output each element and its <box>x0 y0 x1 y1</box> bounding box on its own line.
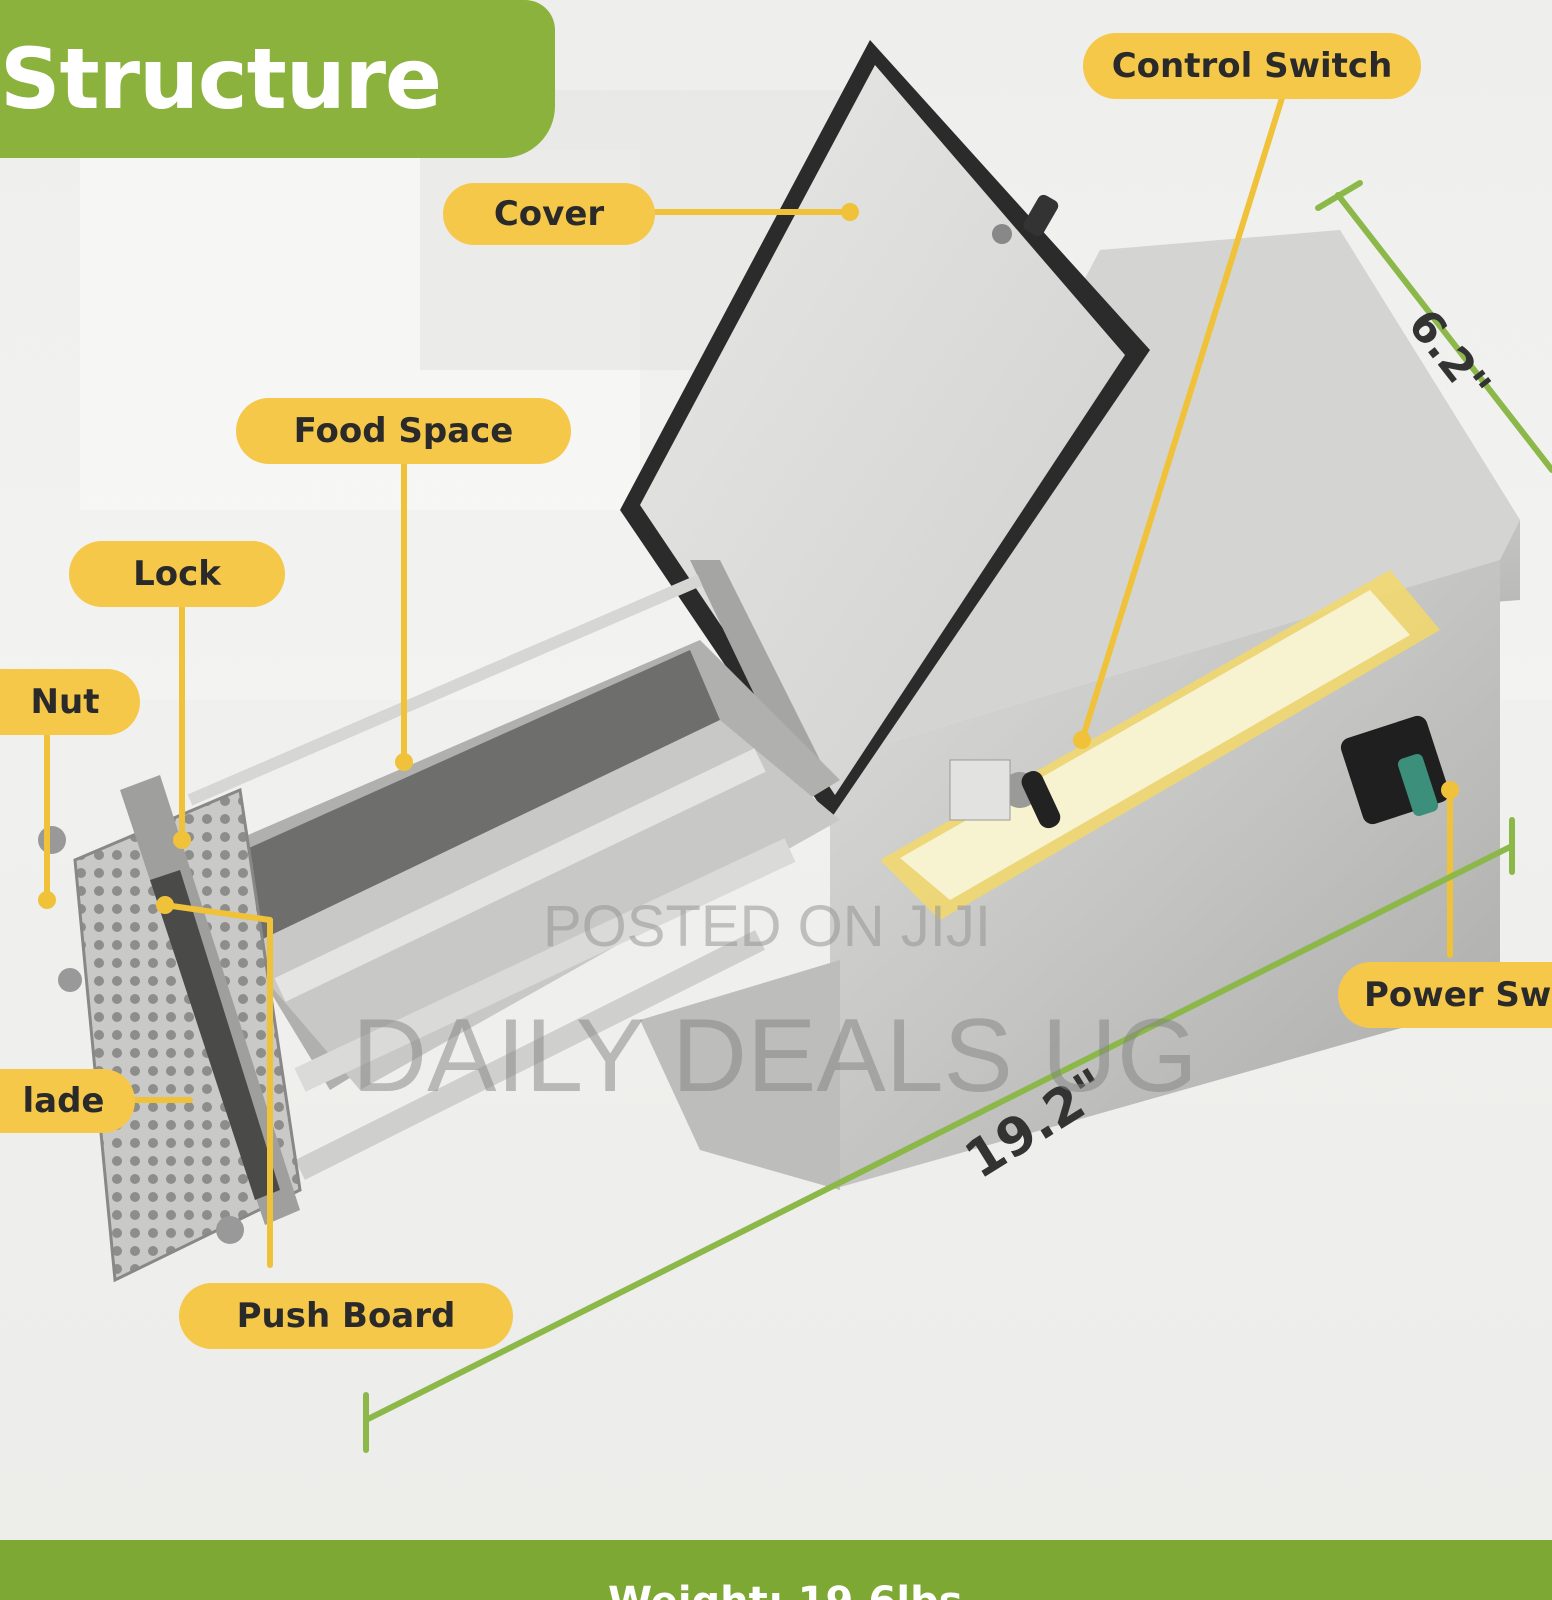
leader-push-board-b <box>162 902 273 923</box>
callout-control-switch: Control Switch <box>1083 33 1421 99</box>
callout-nut: Nut <box>0 669 140 735</box>
wing-nut-side <box>58 968 82 992</box>
weight-label: Weight: 19.6lbs <box>608 1582 963 1600</box>
rod-3 <box>294 838 796 1092</box>
base-drawer <box>640 960 840 1190</box>
dot-push-board <box>156 896 174 914</box>
leader-control-switch <box>1079 95 1285 743</box>
control-knob-handle <box>1021 771 1061 829</box>
lid-face <box>640 65 1125 795</box>
rod-4 <box>295 930 765 1180</box>
leader-lines <box>44 95 1453 1268</box>
leader-dots <box>38 203 1459 914</box>
machine-body-sidepanel <box>830 230 1520 760</box>
callout-lock: Lock <box>69 541 285 607</box>
rod-2 <box>274 748 766 1002</box>
food-space-channel <box>200 650 720 950</box>
dot-control-switch <box>1073 731 1091 749</box>
watermark-posted: POSTED ON JIJI <box>543 894 991 959</box>
dimension-lines <box>363 180 1552 1453</box>
control-plate <box>949 759 1011 821</box>
machine-body-front <box>830 560 1500 1190</box>
page-title: Structure <box>0 30 442 128</box>
wing-nut-bottom <box>216 1216 244 1244</box>
dim-depth-tick <box>1315 180 1363 211</box>
dim-length-line <box>363 843 1515 1423</box>
callout-blade: lade <box>0 1069 135 1133</box>
dim-depth-line <box>1335 192 1552 473</box>
dot-nut <box>38 891 56 909</box>
power-switch-rocker <box>1397 754 1439 816</box>
lid-screw <box>992 224 1012 244</box>
dot-food-space <box>395 753 413 771</box>
lid-hinge-knob <box>1023 194 1059 237</box>
callout-cover: Cover <box>443 183 655 245</box>
dot-power-switch <box>1441 781 1459 799</box>
callout-power-switch: Power Sw <box>1338 962 1552 1028</box>
callout-food-space: Food Space <box>236 398 571 464</box>
rod-1 <box>187 574 703 806</box>
watermark-seller: DAILY DEALS UG <box>352 998 1198 1114</box>
dot-cover <box>841 203 859 221</box>
dot-lock <box>173 831 191 849</box>
callout-push-board: Push Board <box>179 1283 513 1349</box>
title-banner: Structure <box>0 0 555 158</box>
push-board <box>150 870 280 1200</box>
hinge-plate <box>690 560 830 790</box>
chute-side <box>240 720 840 1090</box>
wing-nut-top <box>38 826 66 854</box>
footer-bar: Weight: 19.6lbs <box>0 1540 1552 1600</box>
control-label-inner <box>900 590 1410 900</box>
